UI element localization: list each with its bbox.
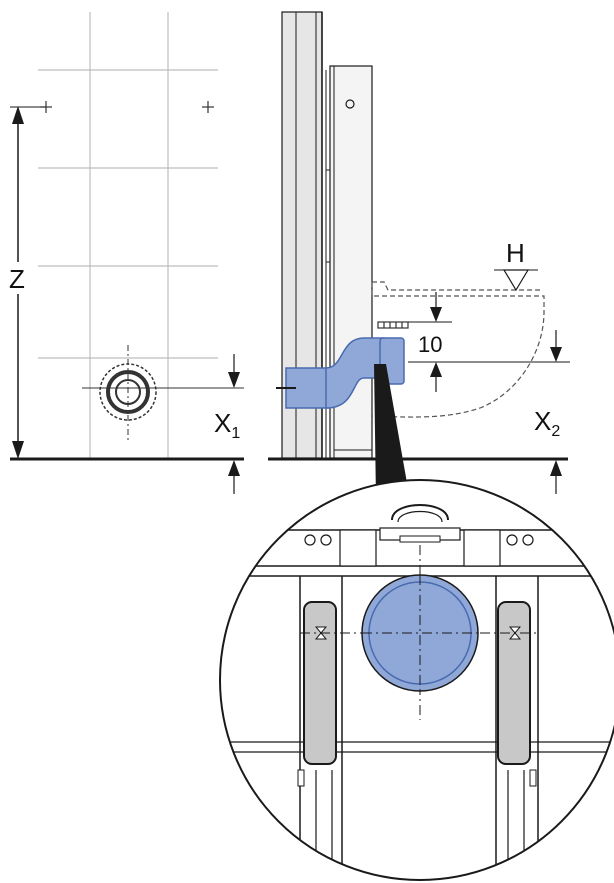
wc-bowl-outline [371,281,545,418]
x1-label: X1 [214,408,240,442]
drain-outlet-icon [82,345,244,440]
magnifier-border [219,479,614,881]
mounting-point-markers [40,101,214,113]
z-label: Z [9,264,25,294]
triangle-down-icon [494,269,538,292]
ten-label: 10 [418,332,442,357]
detail-pointer [374,364,410,500]
fixing-bolt [377,321,409,329]
ten-mm-dimension [408,292,570,392]
x2-label: X2 [534,406,560,440]
x1-dimension [228,354,240,494]
tile-wall-front-view [38,12,218,458]
h-label: H [506,238,525,268]
x2-dimension [550,330,562,494]
drain-pipe-section [361,574,479,692]
